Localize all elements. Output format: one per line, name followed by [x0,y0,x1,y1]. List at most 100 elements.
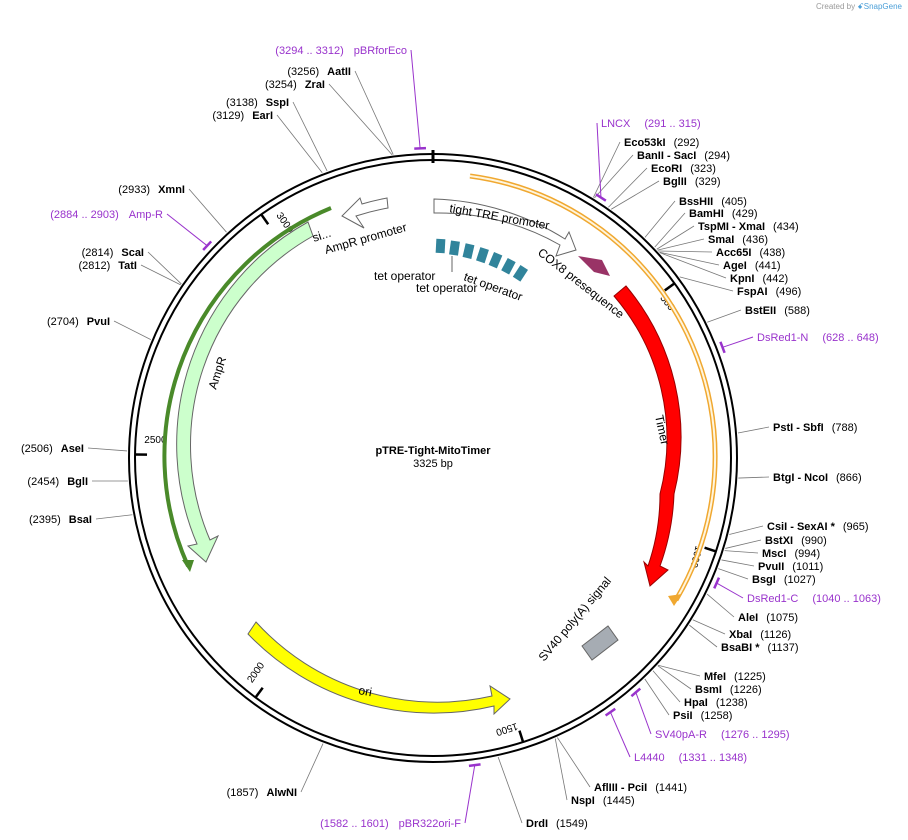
ampr-orf-outline [162,206,332,567]
restriction-sites: Eco53kI(292)BanII - SacI(294)EcoRI(323)B… [21,66,869,830]
restriction-site-label: (2933)XmnI [118,184,185,196]
enzyme-name: BglI [67,476,88,488]
restriction-site-label: MfeI(1225) [704,671,766,683]
restriction-site-label: TspMI - XmaI(434) [698,221,799,233]
site-position: (1011) [792,561,823,573]
site-position: (1441) [655,782,687,794]
enzyme-name: XbaI [729,629,752,641]
timer-orf-outline-inner [469,175,717,601]
primer-label: L4440(1331 .. 1348) [634,752,747,764]
restriction-site-label: BglII(329) [663,176,721,188]
enzyme-name: PsiI [673,710,693,722]
site-position: (3256) [287,66,319,78]
site-leader-line [147,251,182,285]
site-position: (588) [784,305,810,317]
site-leader-line [113,320,152,340]
site-position: (1857) [227,787,259,799]
site-leader-line [707,309,742,323]
site-position: (2454) [27,476,59,488]
tet-operator-box [488,251,503,269]
enzyme-name: BsmI [695,684,722,696]
enzyme-name: TspMI - XmaI [698,221,765,233]
primer-binding-mark [202,240,213,251]
site-position: (294) [704,150,730,162]
primer-binding-mark [719,341,726,354]
primer-name: LNCX [601,118,631,130]
site-leader-line [658,250,713,253]
primer-range: (1276 .. 1295) [721,729,790,741]
credit-prefix: Created by [815,2,856,11]
site-position: (2395) [29,514,61,526]
enzyme-name: AseI [61,443,84,455]
site-leader-line [188,188,227,233]
primer-leader-line [635,692,652,735]
ampr-arrow [176,221,314,563]
site-position: (405) [721,196,747,208]
tre-promoter-label: tight TRE promoter [448,201,550,232]
restriction-site-label: DrdI(1549) [526,818,588,830]
site-position: (1258) [701,710,733,722]
restriction-site-label: BtgI - NcoI(866) [773,472,862,484]
primer-range: (3294 .. 3312) [275,45,344,57]
primer-name: pBRforEco [354,45,407,57]
site-leader-line [658,664,701,677]
site-position: (1238) [716,697,748,709]
ampr-label: AmpR [206,355,230,391]
primer-label: (2884 .. 2903)Amp-R [50,209,163,221]
restriction-site-label: (2454) BglI [27,476,88,488]
site-leader-line [87,447,128,452]
primer-range: (1331 .. 1348) [679,752,748,764]
snapgene-credit: Created by ꗃSnapGene [816,2,902,12]
primer-name: SV40pA-R [655,729,707,741]
site-position: (2704) [47,316,79,328]
timer-orf-outline [469,173,718,602]
restriction-site-label: (3129)EarI [212,110,273,122]
restriction-site-label: Acc65I(438) [716,247,785,259]
restriction-site-label: EcoRI(323) [651,163,716,175]
enzyme-name: SmaI [708,234,734,246]
site-leader-line [292,101,328,172]
position-tick-mark [664,282,676,292]
enzyme-name: BstEII [745,305,776,317]
restriction-site-label: XbaI(1126) [729,629,791,641]
site-position: (2812) [78,260,110,272]
restriction-site-label: BstEII (588) [745,305,810,317]
restriction-site-label: BssHII(405) [679,196,747,208]
enzyme-name: BtgI - NcoI [773,472,828,484]
enzyme-name: FspAI [737,286,768,298]
enzyme-name: ZraI [305,79,325,91]
enzyme-name: AatII [327,66,351,78]
signal-sequence-label: si... [311,226,333,245]
site-leader-line [557,737,591,788]
site-position: (292) [674,137,700,149]
primer-name: pBR322ori-F [399,818,462,830]
tet-operator-box [501,257,516,275]
site-leader-line [692,619,726,635]
site-leader-line [689,624,718,648]
primer-name: DsRed1-N [757,332,808,344]
site-position: (3254) [265,79,297,91]
position-tick-mark [254,687,264,699]
site-leader-line [729,525,764,535]
enzyme-name: AgeI [723,260,747,272]
restriction-site-label: (3254) ZraI [265,79,325,91]
ori-arrow [247,621,511,716]
site-position: (2933) [118,184,150,196]
site-leader-line [706,593,735,618]
plasmid-name: pTRE-Tight-MitoTimer [375,445,491,457]
enzyme-name: BglII [663,176,687,188]
site-position: (1075) [766,612,798,624]
primer-label: DsRed1-C(1040 .. 1063) [747,593,881,605]
ampr-orf-arrowhead [182,560,194,572]
restriction-site-label: BanII - SacI(294) [637,150,730,162]
primer-label: (1582 .. 1601)pBR322ori-F [320,818,461,830]
site-position: (1137) [768,642,799,654]
primer-sites: LNCX(291 .. 315)DsRed1-N(628 .. 648)DsRe… [50,45,881,830]
site-leader-line [554,738,568,801]
restriction-site-label: KpnI(442) [730,273,788,285]
primer-leader-line [609,711,631,758]
tet-operator-box [462,243,475,259]
tet-operator-box [435,238,446,254]
site-leader-line [354,70,394,155]
site-position: (1027) [784,574,816,586]
